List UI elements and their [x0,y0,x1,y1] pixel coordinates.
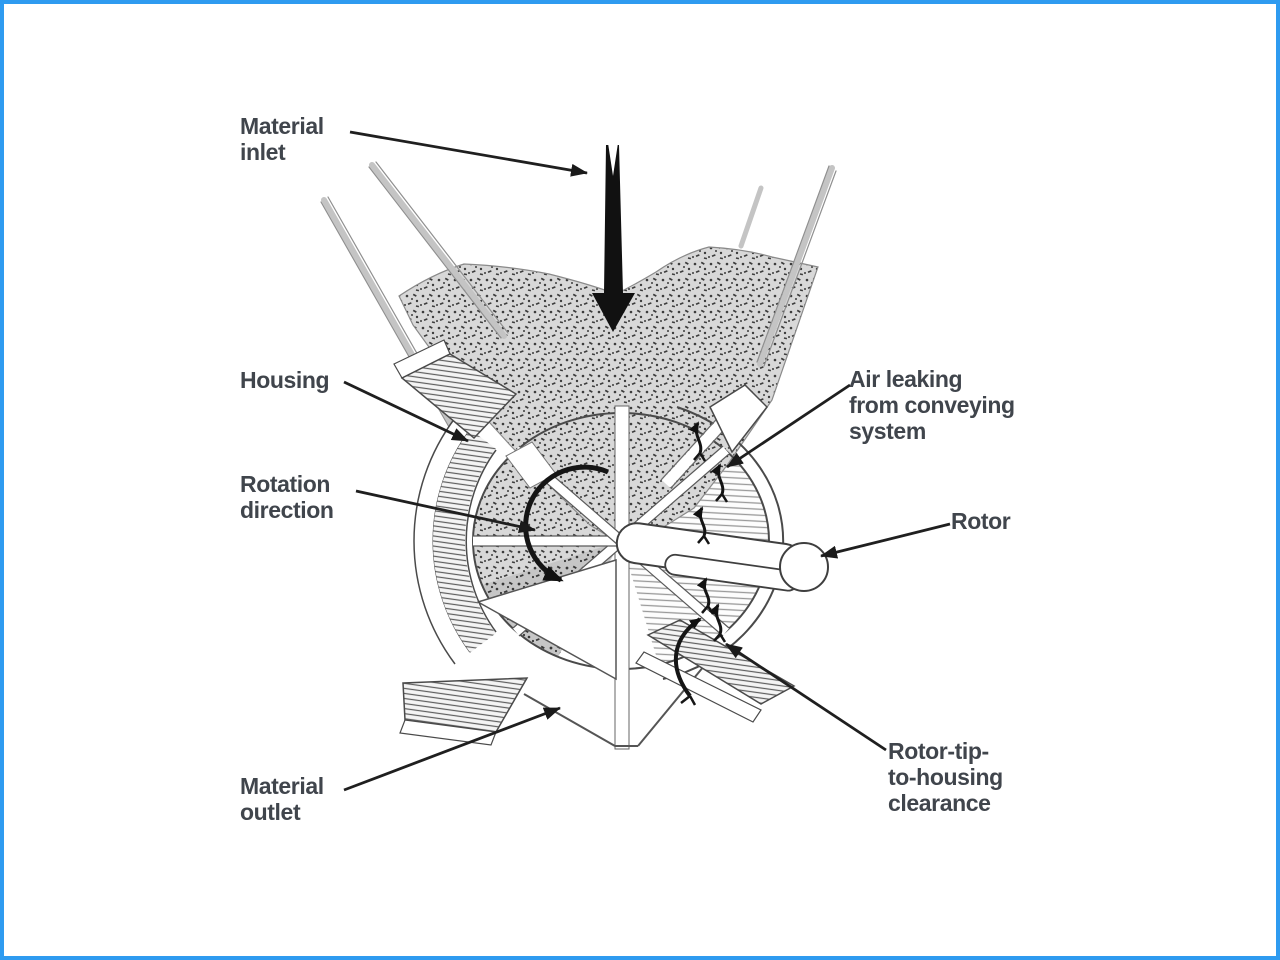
flange-bottom-left-face [399,719,497,746]
housing-flanges [393,339,796,746]
label-air-leaking: Air leaking from conveying system [849,366,1015,445]
air-leak-arrows [673,421,729,706]
leader-rotor [820,522,951,559]
rotation-direction-arrow [523,464,609,583]
rotary-valve-diagram [320,130,951,792]
leader-rotation-direction [355,489,536,533]
rotor-shaft [615,522,829,592]
leader-material-inlet [349,130,588,177]
flange-bottom-right-face [635,651,762,723]
leader-air-leaking [726,383,851,469]
label-rotor: Rotor [951,508,1011,534]
shaft-end-cap [779,542,829,592]
label-housing: Housing [240,367,330,393]
flange-top-right [709,384,768,454]
label-rotor-tip-clearance: Rotor-tip- to-housing clearance [888,738,1003,817]
housing-cross-section [413,417,497,665]
material-inlet-arrow [592,143,635,332]
leader-housing [343,380,469,443]
label-material-outlet: Material outlet [240,773,324,826]
flange-top-left [400,353,518,440]
flange-bottom-right [646,619,796,705]
label-material-inlet: Material inlet [240,113,324,166]
leader-rotor-tip-clearance [725,642,887,752]
label-rotation-direction: Rotation direction [240,471,334,524]
leader-material-outlet [343,706,561,792]
leader-arrows [343,130,951,792]
rotor-vanes [473,405,730,750]
